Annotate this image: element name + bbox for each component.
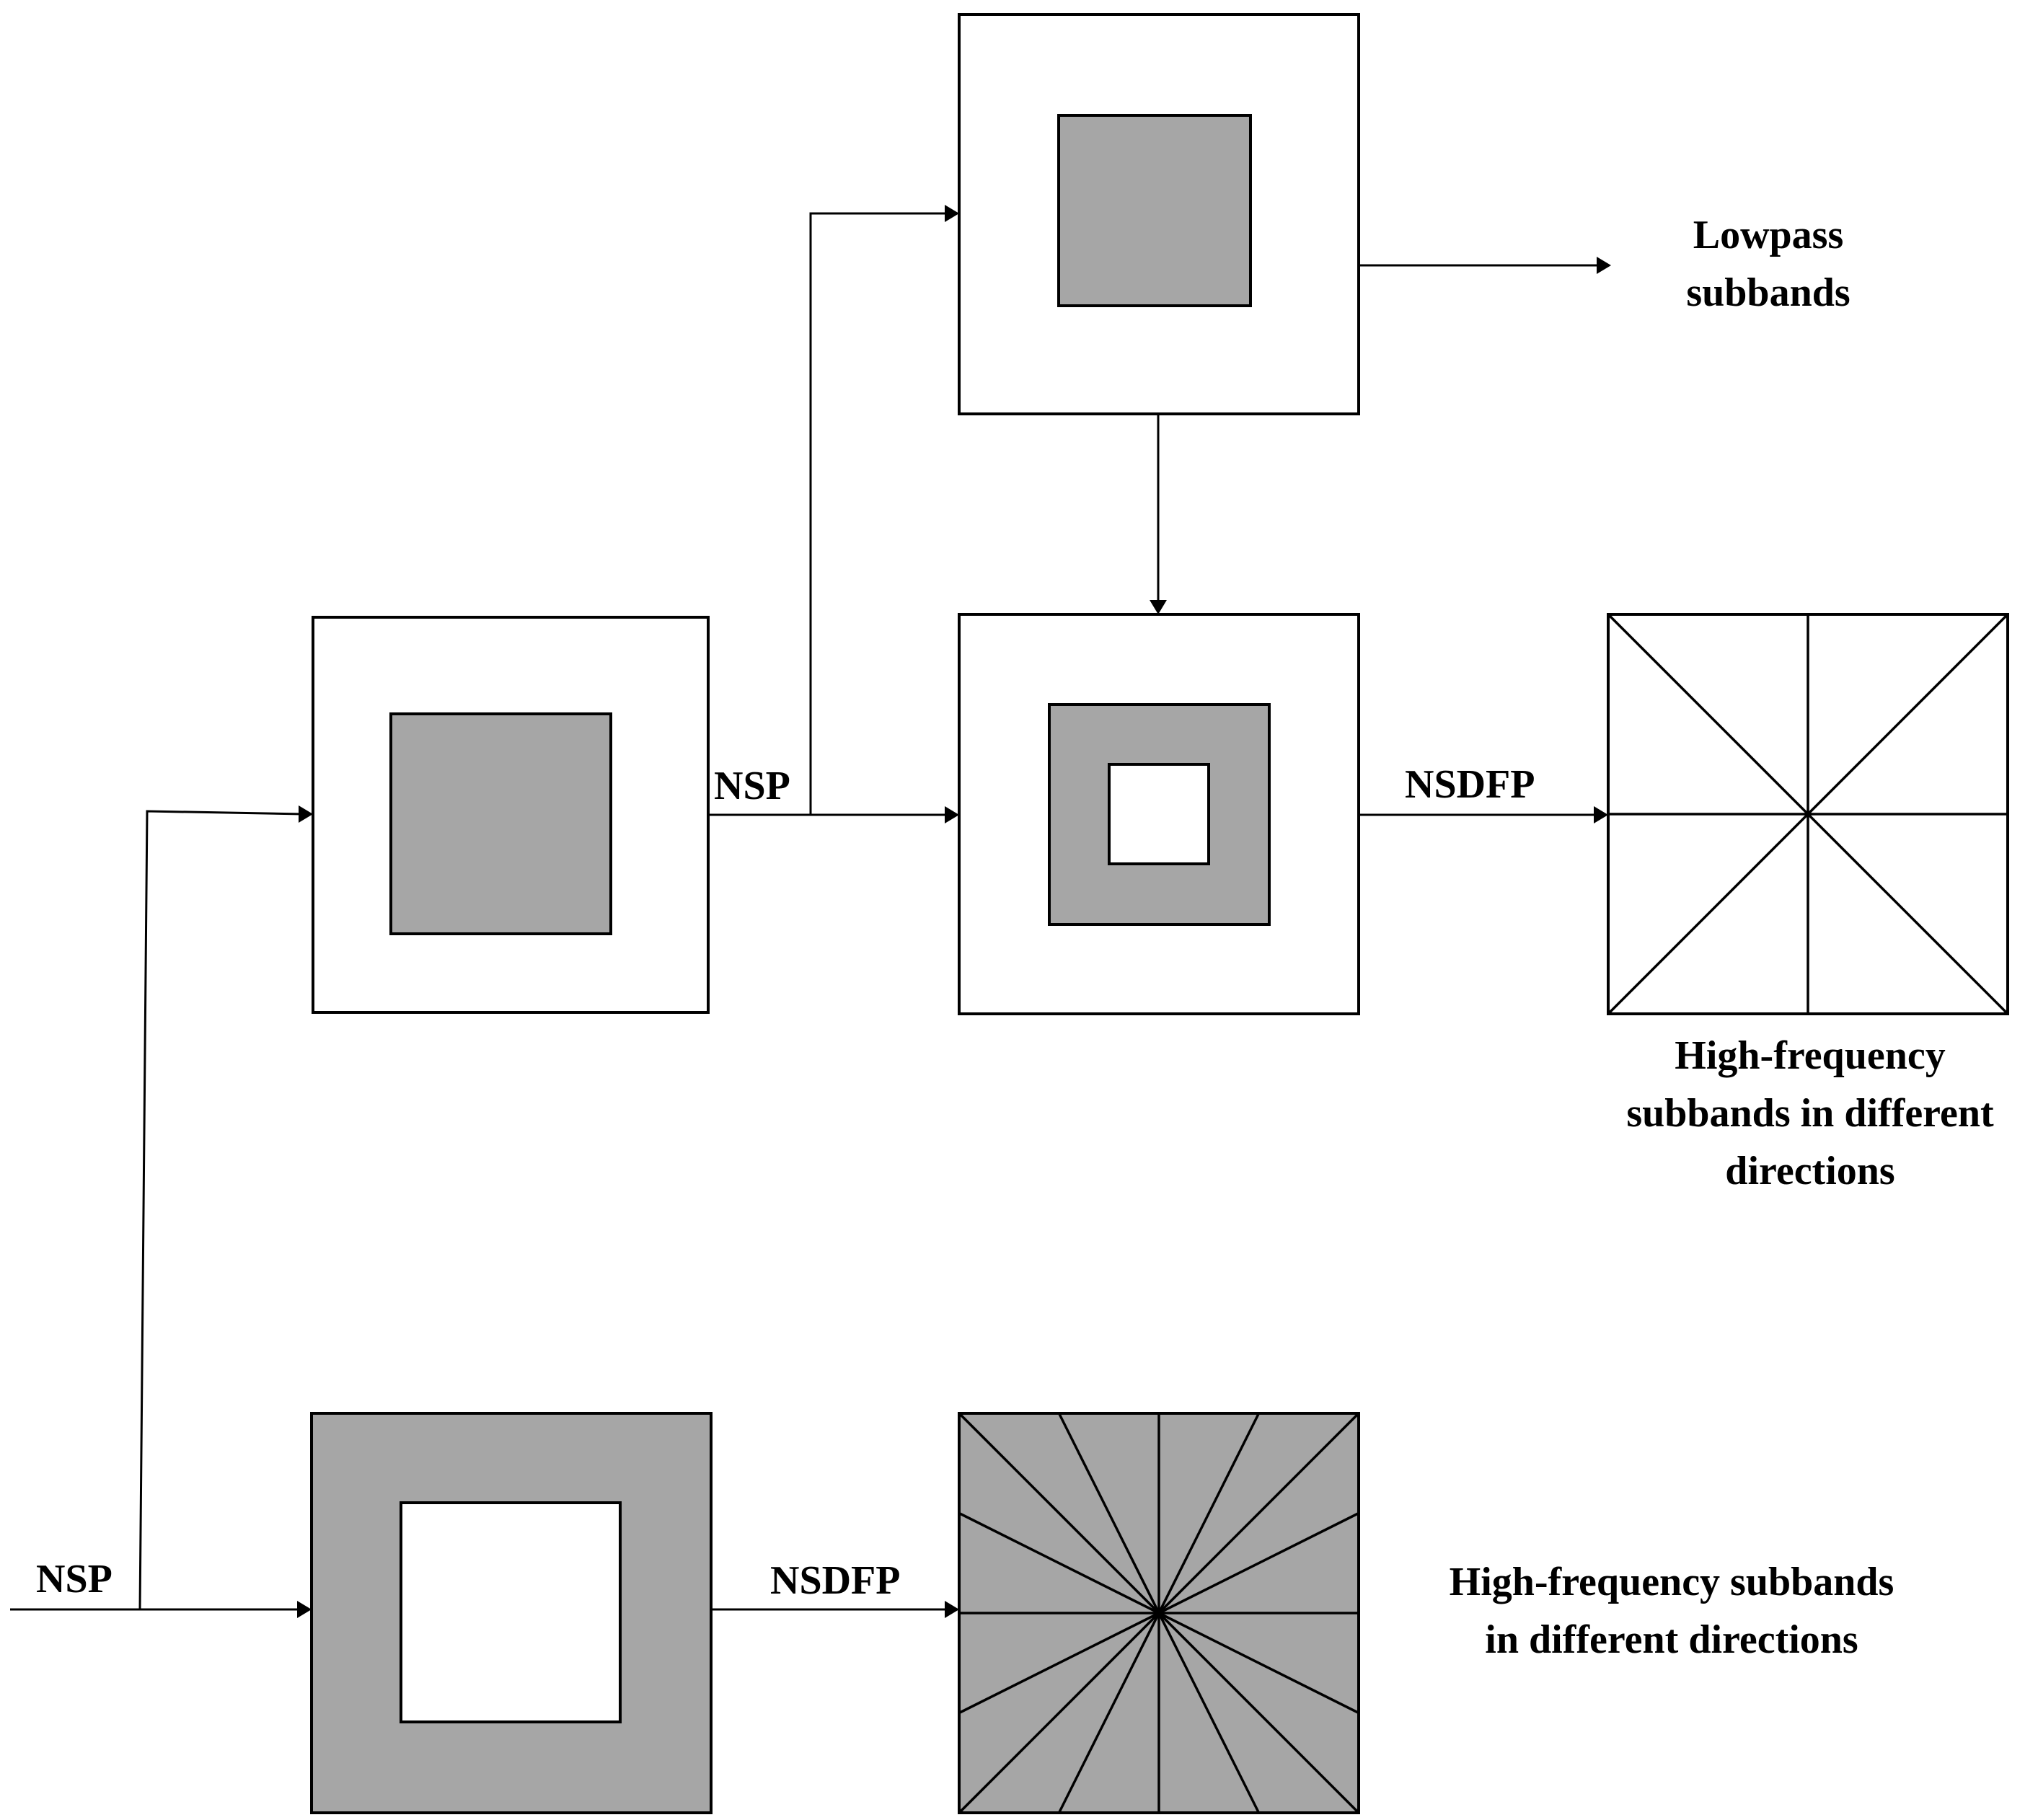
lowpass-label-line1: Lowpass — [1693, 213, 1844, 257]
level1-bandpass-hole — [400, 1501, 622, 1723]
arrow-to-level1-bandpass — [297, 1601, 312, 1618]
level1-directional-subbands — [958, 1412, 1360, 1814]
branch-to-level2 — [138, 810, 304, 1610]
arrow-to-level1-directional — [945, 1601, 959, 1618]
nsdfp-label-level1: NSDFP — [770, 1558, 900, 1603]
level2-input-core — [389, 712, 612, 935]
arrow-to-level2-bandpass — [945, 806, 959, 823]
hf-level1-label-line1: High-frequency subbands — [1450, 1560, 1894, 1604]
nsdfp-label-level2: NSDFP — [1405, 762, 1535, 807]
lowpass-label-line2: subbands — [1686, 270, 1850, 315]
hf-level2-label-line1: High-frequency — [1675, 1033, 1945, 1078]
branch-to-lowpass — [809, 212, 949, 815]
level1-direction-ray-8 — [958, 1511, 1359, 1715]
hf-level2-label-line2: subbands in different — [1626, 1091, 1994, 1136]
nsp-label-level2: NSP — [714, 764, 790, 808]
arrow-to-level2-image — [299, 805, 313, 823]
level2-bandpass-hole — [1108, 763, 1210, 865]
arrow-to-level2-directional — [1594, 806, 1608, 823]
arrow-to-lowpass-label — [1597, 257, 1611, 274]
hf-level2-label-line3: directions — [1725, 1149, 1894, 1193]
arrow-to-lowpass-box — [945, 205, 959, 222]
hf-level1-label-line2: in different directions — [1485, 1617, 1858, 1662]
nsp-label-input: NSP — [36, 1557, 113, 1602]
level2-directional-subbands — [1607, 613, 2009, 1015]
lowpass-core — [1057, 114, 1252, 307]
arrow-down-to-level2-bandpass — [1150, 600, 1167, 614]
